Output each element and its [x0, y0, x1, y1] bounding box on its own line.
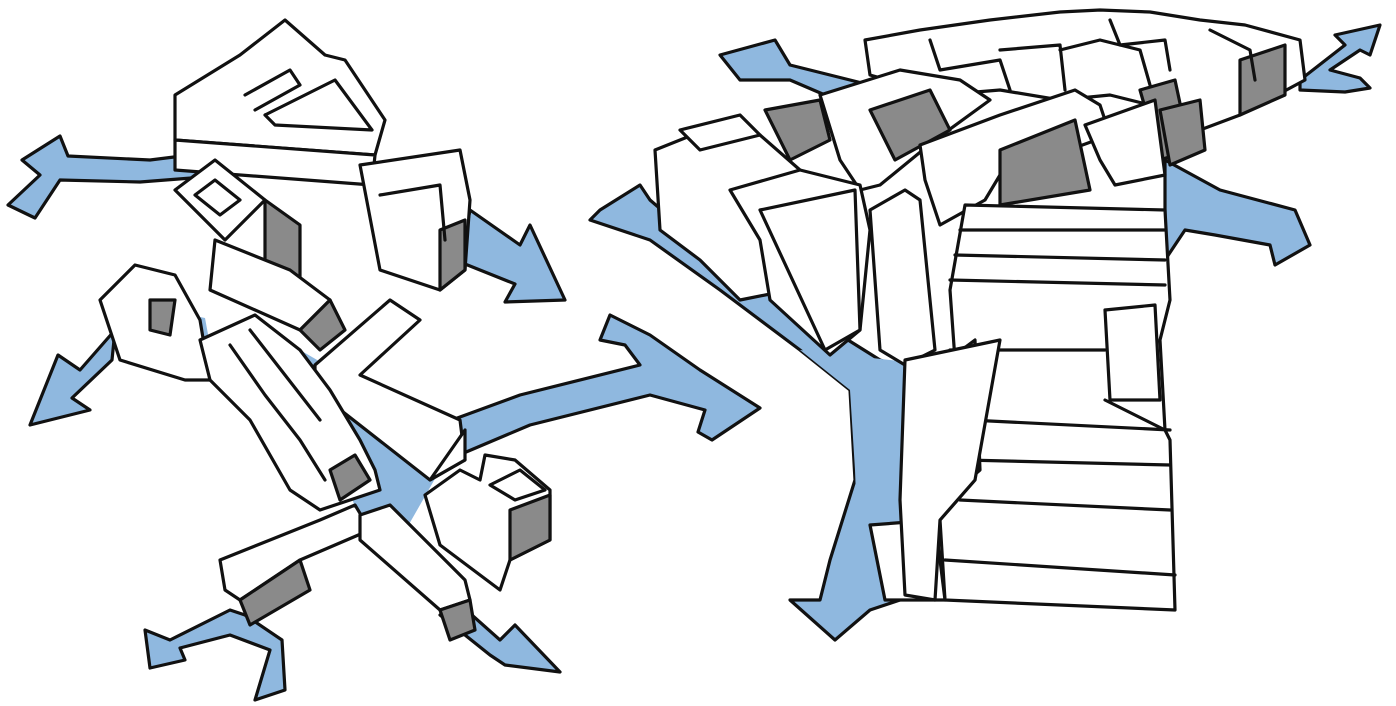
right-perspective-sketch [588, 8, 1382, 642]
arrow-northeast-icon [368, 313, 762, 482]
building-front-slab [898, 338, 1002, 602]
arrow-southwest-right-icon [588, 183, 942, 642]
arrow-southwest-low-icon [143, 608, 287, 702]
arrow-northeast-far-icon [1298, 23, 1382, 94]
building-top-roof [173, 18, 387, 157]
right-near-buildings [868, 203, 1177, 612]
right-mid-buildings [653, 68, 1207, 367]
left-axonometric-sketch [6, 18, 762, 702]
arrow-southwest-icon [28, 328, 117, 427]
building-l-shape [313, 298, 467, 482]
arrow-east-right-icon [1163, 158, 1312, 267]
arrow-east-icon [458, 208, 567, 304]
arrow-west-icon [6, 134, 232, 220]
building-narrow-tower [868, 188, 937, 367]
left-buildings [98, 18, 552, 642]
